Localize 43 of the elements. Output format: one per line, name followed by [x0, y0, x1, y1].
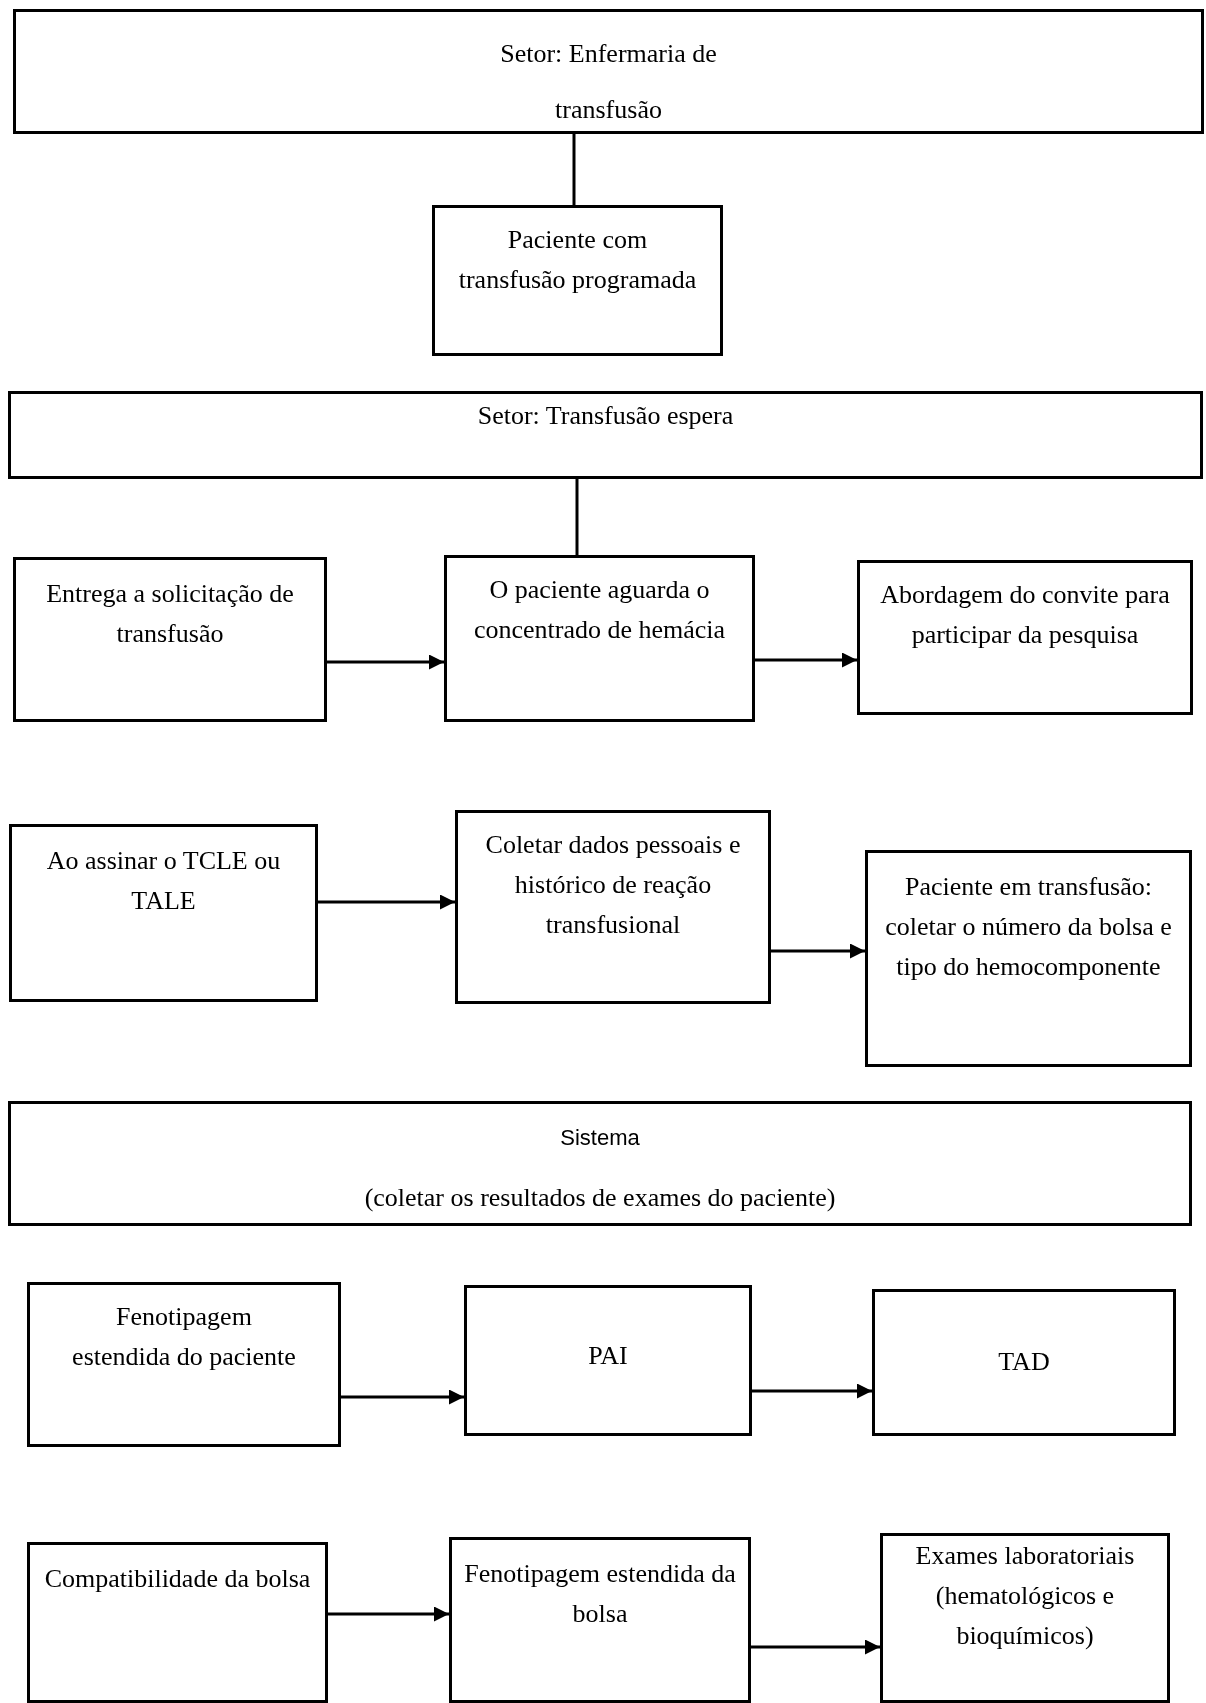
process-box [27, 1282, 341, 1447]
process-box [880, 1533, 1170, 1703]
process-box [13, 9, 1204, 134]
process-box [857, 560, 1193, 715]
box-text: Entrega a solicitação de transfusão [45, 578, 295, 650]
arrow [318, 894, 455, 910]
box-text: Sistema [560, 1124, 640, 1152]
process-box [9, 824, 318, 1002]
box-text: Compatibilidade da bolsa [43, 1563, 312, 1595]
arrow [341, 1389, 464, 1405]
arrow [328, 1606, 449, 1622]
box-text: Exames laboratoriais (hematológicos e bioquímicos) [914, 1540, 1136, 1652]
process-box [872, 1289, 1176, 1436]
box-text: Paciente em transfusão: coletar o número da bolsa e tipo do hemocomponente [884, 871, 1173, 983]
box-text: PAI [587, 1340, 629, 1372]
arrow [755, 652, 857, 668]
arrow [752, 1383, 872, 1399]
box-text: Abordagem do convite para participar da pesquisa [879, 579, 1171, 651]
process-box [865, 850, 1192, 1067]
box-text: TAD [997, 1346, 1051, 1378]
box-text: Ao assinar o TCLE ou TALE [45, 845, 282, 917]
connector-line [575, 479, 579, 555]
arrow [751, 1639, 880, 1655]
box-text: Fenotipagem estendida do paciente [71, 1301, 297, 1373]
process-box [464, 1285, 752, 1436]
box-text: O paciente aguarda o concentrado de hemácia [472, 574, 727, 646]
process-box [8, 1101, 1192, 1226]
process-box [13, 557, 327, 722]
process-box [455, 810, 771, 1004]
arrow [327, 654, 444, 670]
process-box [8, 391, 1203, 479]
process-box [432, 205, 723, 356]
box-subtext: (coletar os resultados de exames do paciente) [363, 1182, 837, 1214]
box-text: Fenotipagem estendida da bolsa [463, 1558, 737, 1630]
connector-line [572, 134, 576, 205]
process-box [444, 555, 755, 722]
box-text: Paciente com transfusão programada [457, 224, 698, 296]
box-text: Coletar dados pessoais e histórico de reação transfusional [484, 829, 742, 941]
process-box [27, 1542, 328, 1703]
arrow [771, 943, 865, 959]
box-text: Setor: Transfusão espera [476, 400, 735, 432]
process-box [449, 1537, 751, 1703]
box-text: Setor: Enfermaria de transfusão [499, 38, 718, 126]
